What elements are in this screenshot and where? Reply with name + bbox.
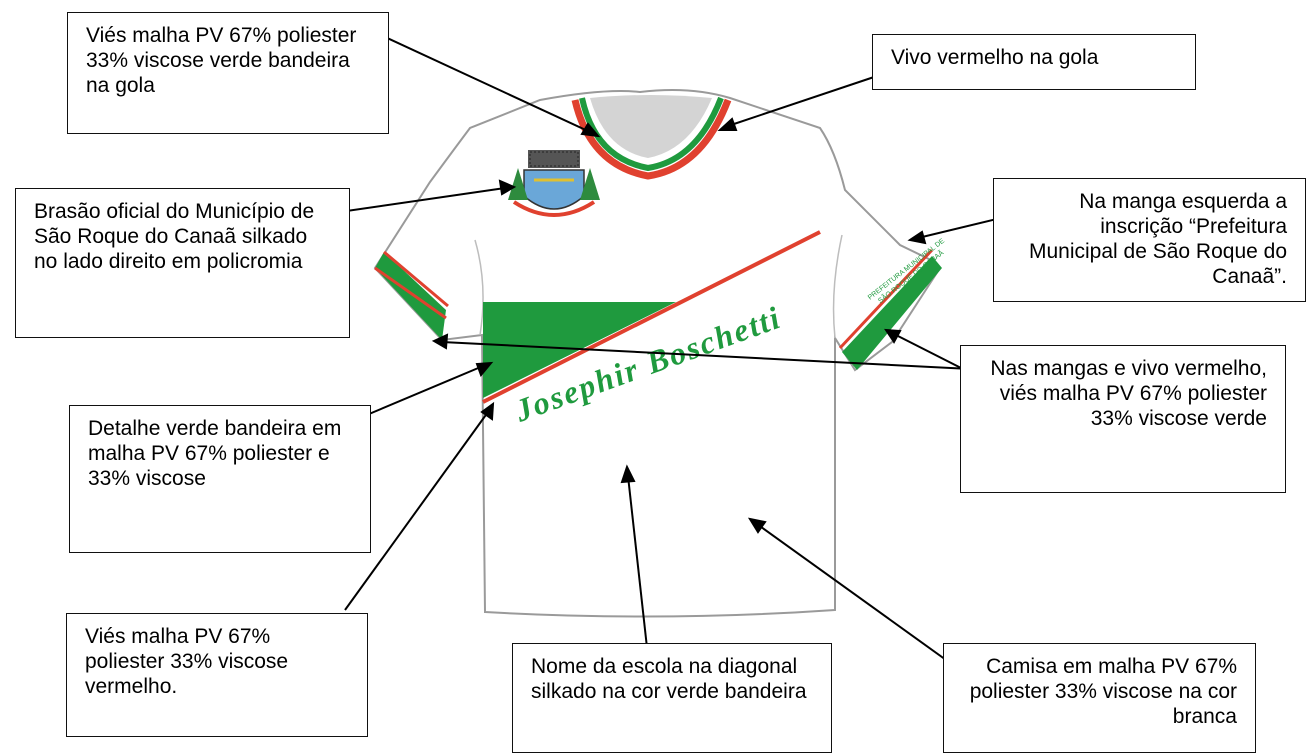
label-camisa: Camisa em malha PV 67% poliester 33% vis… — [943, 643, 1256, 753]
label-nome-escola: Nome da escola na diagonal silkado na co… — [512, 643, 832, 753]
label-brasao: Brasão oficial do Município de São Roque… — [15, 188, 350, 338]
label-manga-esquerda: Na manga esquerda a inscrição “Prefeitur… — [993, 178, 1306, 302]
label-gola-vies: Viés malha PV 67% poliester 33% viscose … — [67, 12, 389, 134]
label-detalhe-verde: Detalhe verde bandeira em malha PV 67% p… — [69, 405, 371, 553]
coat-of-arms-icon — [508, 150, 600, 217]
left-sleeve-band — [375, 252, 446, 340]
red-diagonal-bias — [482, 230, 821, 404]
label-gola-vivo: Vivo vermelho na gola — [872, 34, 1196, 90]
collar-inner — [590, 95, 712, 158]
label-vies-vermelho: Viés malha PV 67% poliester 33% viscose … — [66, 613, 368, 737]
right-sleeve-band — [842, 256, 942, 370]
label-mangas: Nas mangas e vivo vermelho, viés malha P… — [960, 345, 1286, 493]
